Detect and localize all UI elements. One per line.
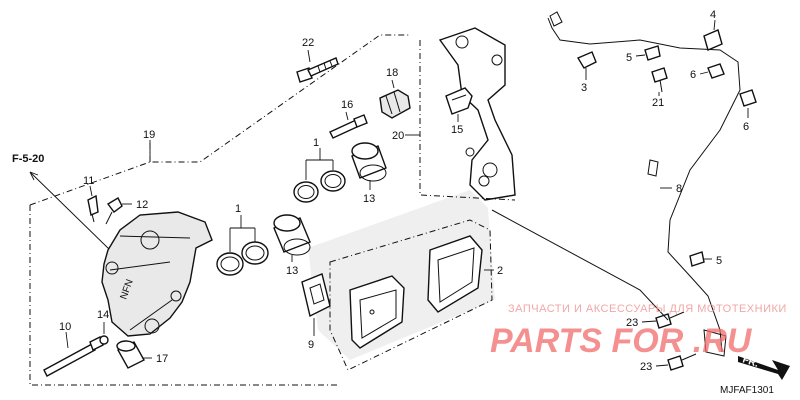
- section-reference[interactable]: F-5-20: [12, 153, 44, 165]
- piston-seal-lower-inner-inner: [245, 245, 265, 261]
- caliper-slide-pin[interactable]: [116, 340, 145, 369]
- wheel-speed-sensor-harness[interactable]: [547, 11, 741, 357]
- callout-6b[interactable]: 6: [743, 121, 749, 133]
- section-reference-arrow: [29, 171, 39, 181]
- callout-21[interactable]: 21: [652, 97, 664, 109]
- callout-15[interactable]: 15: [451, 124, 463, 136]
- leader-6a: [699, 71, 709, 75]
- callout-14[interactable]: 14: [97, 309, 109, 321]
- callout-1b[interactable]: 1: [235, 203, 241, 215]
- leader-23b: [655, 364, 669, 367]
- caliper-body[interactable]: NFN: [101, 211, 213, 337]
- pad-spring[interactable]: [301, 273, 331, 318]
- front-direction-arrow: FR.: [738, 354, 790, 380]
- brake-pad-inner[interactable]: [427, 235, 483, 313]
- piston-seal-lower-outer[interactable]: [216, 252, 244, 276]
- diagram-code: MJFAF1301: [720, 385, 774, 396]
- callout-22[interactable]: 22: [302, 37, 314, 49]
- piston-seal-upper-inner[interactable]: [320, 170, 346, 192]
- caliper-bracket[interactable]: [438, 27, 516, 201]
- callout-19[interactable]: 19: [143, 129, 155, 141]
- piston-upper[interactable]: [351, 142, 387, 182]
- callout-17[interactable]: 17: [156, 353, 168, 365]
- callout-23a[interactable]: 23: [626, 317, 638, 329]
- leader-4: [713, 19, 716, 31]
- leader-18: [391, 79, 395, 89]
- callout-12[interactable]: 12: [136, 199, 148, 211]
- wire-bracket[interactable]: [703, 29, 723, 51]
- callout-10[interactable]: 10: [59, 321, 71, 333]
- leader-23a: [641, 320, 657, 323]
- piston-seal-upper-inner-inner: [324, 174, 342, 188]
- callout-16[interactable]: 16: [341, 99, 353, 111]
- wire-clamp-upper[interactable]: [644, 45, 661, 61]
- callout-20[interactable]: 20: [392, 130, 404, 142]
- wire-clamp-bolt[interactable]: [651, 67, 668, 93]
- callout-5a[interactable]: 5: [626, 52, 632, 64]
- callout-13b[interactable]: 13: [286, 265, 298, 277]
- callout-9[interactable]: 9: [308, 339, 314, 351]
- wire-clamp-lower[interactable]: [689, 251, 705, 267]
- leader-16: [345, 111, 349, 121]
- callout-18[interactable]: 18: [386, 67, 398, 79]
- bleeder-screw[interactable]: [87, 194, 99, 223]
- wire-grommet-lower[interactable]: [739, 89, 757, 107]
- section-reference-leader: [29, 171, 111, 251]
- wire-clip[interactable]: [576, 51, 597, 69]
- piston-seal-upper-outer[interactable]: [293, 181, 319, 203]
- slide-pin[interactable]: [329, 114, 368, 139]
- brake-pad-outer[interactable]: [349, 275, 405, 349]
- pin-plug[interactable]: [99, 335, 109, 345]
- callout-6a[interactable]: 6: [690, 69, 696, 81]
- leader-1b: [229, 215, 256, 252]
- watermark-caption: ЗАПЧАСТИ И АКСЕССУАРЫ ДЛЯ МОТОТЕХНИКИ: [508, 303, 787, 315]
- callout-1a[interactable]: 1: [313, 137, 319, 149]
- callout-11[interactable]: 11: [83, 175, 94, 187]
- leader-22: [307, 49, 311, 63]
- pad-spring-clip[interactable]: [445, 87, 473, 115]
- sensor-assembly-leader: [491, 209, 669, 321]
- leader-10: [65, 331, 69, 349]
- watermark-logo: PARTS FOR .RU: [490, 322, 753, 360]
- callout-4[interactable]: 4: [710, 9, 716, 21]
- leader-11: [89, 185, 93, 197]
- wire-grommet-upper[interactable]: [707, 63, 725, 79]
- pad-set-boundary: [329, 219, 493, 371]
- piston-lower[interactable]: [273, 214, 311, 256]
- callout-8[interactable]: 8: [676, 183, 682, 195]
- caliper-mount-bolt[interactable]: [296, 57, 339, 83]
- caliper-assembly-boundary: [29, 34, 410, 386]
- pad-pin[interactable]: [43, 336, 104, 377]
- callout-2[interactable]: 2: [497, 265, 503, 277]
- pin-boot[interactable]: [379, 89, 411, 119]
- callout-5b[interactable]: 5: [716, 255, 722, 267]
- piston-seal-lower-outer-inner: [220, 256, 240, 272]
- leader-5a: [635, 54, 646, 57]
- sensor-bolt-lower[interactable]: [667, 353, 697, 371]
- callout-3[interactable]: 3: [581, 82, 587, 94]
- direction-label: FR.: [741, 354, 760, 370]
- callout-23b[interactable]: 23: [640, 361, 652, 373]
- callout-13a[interactable]: 13: [363, 193, 375, 205]
- bleeder-cap[interactable]: [105, 197, 123, 225]
- leader-1a: [305, 148, 334, 180]
- piston-seal-upper-outer-inner: [297, 185, 315, 199]
